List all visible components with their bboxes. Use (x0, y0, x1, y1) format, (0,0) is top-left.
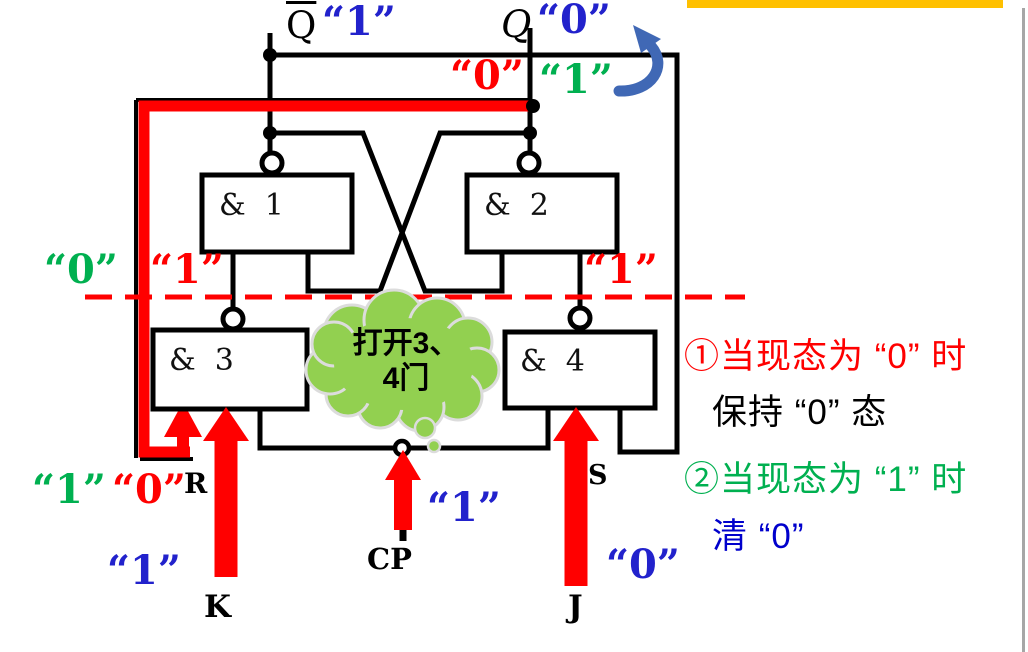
cloud-text-line2: 4门 (382, 362, 430, 395)
toggle-arrow-head (633, 25, 661, 53)
gate2-input-value: “1” (584, 246, 658, 293)
note-line4: 清 “0” (712, 517, 805, 556)
note-line2: 保持 “0” 态 (712, 393, 888, 432)
cp-value: “1” (427, 484, 501, 531)
gate1-box (199, 172, 355, 255)
s-label: S (588, 460, 608, 491)
gate1-label: & 1 (219, 188, 284, 223)
qbar-value: “1” (322, 0, 396, 45)
gate4-bubble (567, 305, 593, 331)
r-label: R (184, 467, 208, 500)
gate4-box (502, 329, 658, 411)
qbar-label: Q (286, 4, 317, 47)
highlight-q-feedback-path (138, 100, 533, 458)
wire-qbar-to-gate2 (270, 130, 505, 294)
junction-dot-qbar-cross (263, 126, 277, 140)
cloud-trail-dot (413, 416, 437, 440)
top-accent-bar (687, 0, 1003, 8)
j-arrow-head (553, 407, 599, 441)
gate1-input-value: “1” (150, 246, 224, 293)
q-old-value: “0” (450, 52, 524, 99)
cp-arrow-head (385, 450, 421, 480)
thought-cloud (304, 288, 501, 454)
gate2-bubble (516, 150, 542, 176)
j-label: J (568, 589, 583, 625)
gate3-bubble (220, 306, 246, 332)
k-arrow-head (203, 407, 249, 441)
junction-dot-qbar-top (263, 48, 277, 62)
gate3-label: & 3 (169, 343, 234, 378)
note-line3: ②当现态为 “1” 时 (684, 460, 968, 499)
r-old-value: “1” (32, 466, 106, 513)
q-label: Q (501, 3, 532, 46)
cloud-text-line1: 打开3、 (352, 327, 460, 360)
cp-label: CP (367, 542, 412, 576)
q-value: “0” (537, 0, 611, 43)
gate2-box (464, 172, 620, 255)
cloud-trail-dot (426, 438, 442, 454)
j-arrow-shaft (564, 439, 588, 586)
gate4-label: & 4 (520, 344, 585, 379)
gate2-label: & 2 (484, 188, 549, 223)
left-outer-value: “0” (44, 246, 118, 293)
k-value: “1” (107, 547, 181, 594)
cp-arrow-shaft (394, 478, 412, 530)
junction-dot-q-top (526, 99, 540, 113)
r-feedback-arrow-head (164, 402, 202, 437)
wire-q-to-gate1 (305, 130, 530, 294)
cloud-body (334, 318, 474, 410)
k-label: K (204, 589, 231, 625)
wire-qbar-feedback (270, 52, 680, 455)
junction-dot-q-cross (523, 126, 537, 140)
toggle-arrow-curve (613, 40, 664, 97)
slide-edge-line (1022, 8, 1025, 652)
k-arrow-shaft (214, 439, 238, 577)
r-new-value: “0” (112, 466, 186, 513)
q-new-value: “1” (539, 56, 613, 103)
j-value: “0” (606, 541, 680, 588)
note-line1: ①当现态为 “0” 时 (684, 337, 968, 376)
gate1-bubble (259, 150, 285, 176)
